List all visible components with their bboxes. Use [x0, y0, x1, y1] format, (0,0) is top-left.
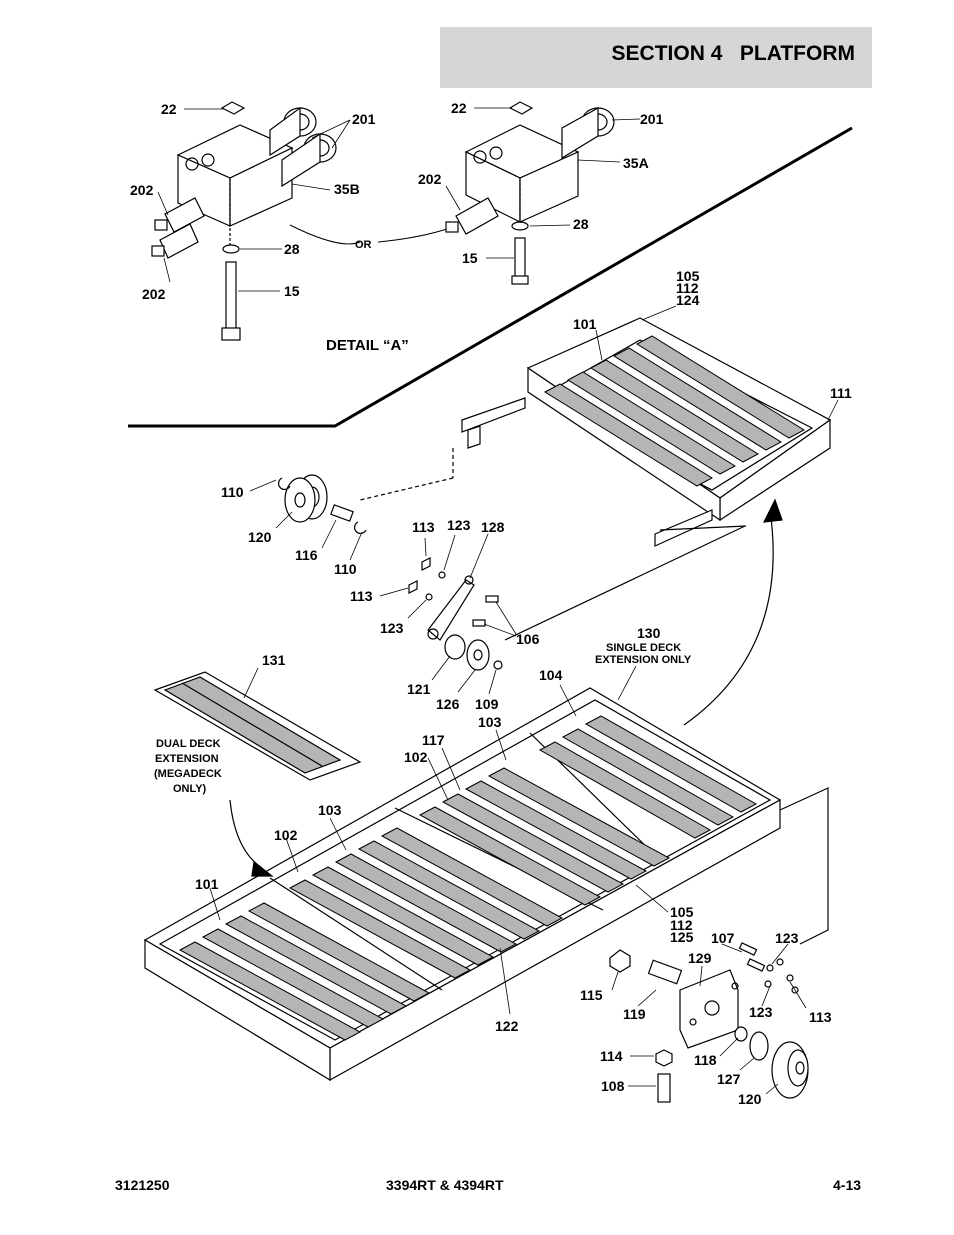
or-note: OR [355, 239, 372, 251]
callout-102b: 102 [274, 827, 298, 843]
callout-124: 124 [676, 292, 700, 308]
dual-deck-note-line2: EXTENSION [155, 753, 219, 765]
callout-116: 116 [295, 547, 318, 563]
footer-models: 3394RT & 4394RT [386, 1177, 504, 1193]
callout-105b: 105 [670, 904, 694, 920]
callout-121: 121 [407, 681, 431, 697]
link-bracket-128 [427, 579, 475, 641]
callout-123d: 123 [749, 1004, 773, 1020]
callout-28b: 28 [573, 216, 589, 232]
dual-deck-note-line4: ONLY) [173, 783, 207, 795]
callout-118: 118 [694, 1052, 717, 1068]
callout-201b: 201 [640, 111, 664, 127]
callout-103a: 103 [478, 714, 502, 730]
callout-22a: 22 [161, 101, 177, 117]
callout-131: 131 [262, 652, 286, 668]
callout-126: 126 [436, 696, 460, 712]
callout-108: 108 [601, 1078, 625, 1094]
dual-deck-note-line3: (MEGADECK [154, 768, 222, 780]
callout-35a: 35A [623, 155, 649, 171]
callout-110b: 110 [334, 561, 357, 577]
callout-114: 114 [600, 1048, 623, 1064]
upper-deck-treads [543, 335, 806, 487]
callout-127: 127 [717, 1071, 741, 1087]
callout-15b: 15 [462, 250, 478, 266]
callout-201a: 201 [352, 111, 376, 127]
bracket-129 [679, 969, 739, 1049]
callout-119: 119 [623, 1006, 646, 1022]
single-deck-note-line2: EXTENSION ONLY [595, 654, 692, 666]
single-deck-note-line1: SINGLE DECK [606, 642, 681, 654]
callout-101a: 101 [573, 316, 597, 332]
callout-35b: 35B [334, 181, 360, 197]
detail-a-label: DETAIL “A” [326, 337, 409, 354]
callout-113a: 113 [412, 519, 435, 535]
callout-102a: 102 [404, 749, 428, 765]
footer-part-number: 3121250 [115, 1177, 170, 1193]
callout-106: 106 [516, 631, 540, 647]
callout-128: 128 [481, 519, 505, 535]
callout-109: 109 [475, 696, 499, 712]
nut-115 [609, 949, 631, 973]
callout-113c: 113 [809, 1009, 832, 1025]
callout-130: 130 [637, 625, 661, 641]
callout-115: 115 [580, 987, 603, 1003]
callout-28a: 28 [284, 241, 300, 257]
detail-divider-line [128, 126, 853, 428]
callout-117: 117 [422, 732, 445, 748]
callout-123b: 123 [380, 620, 404, 636]
footer-page-number: 4-13 [833, 1177, 862, 1193]
section-title: SECTION 4 PLATFORM [611, 42, 855, 65]
callout-101b: 101 [195, 876, 219, 892]
callout-202a: 202 [130, 182, 154, 198]
callout-129: 129 [688, 950, 712, 966]
valve-block-35b [151, 101, 337, 341]
callout-123a: 123 [447, 517, 471, 533]
callout-202b: 202 [142, 286, 166, 302]
callout-107: 107 [711, 930, 735, 946]
callout-104: 104 [539, 667, 563, 683]
callout-122: 122 [495, 1018, 519, 1034]
section-header: SECTION 4 PLATFORM [440, 27, 872, 88]
callout-113b: 113 [350, 588, 373, 604]
callout-105a: 105 [676, 268, 700, 284]
main-deck-treads [178, 715, 758, 1041]
callout-22b: 22 [451, 100, 467, 116]
callout-103b: 103 [318, 802, 342, 818]
callout-112a: 112 [676, 280, 699, 296]
callout-125: 125 [670, 929, 694, 945]
bolt-108 [657, 1073, 671, 1103]
callout-123c: 123 [775, 930, 799, 946]
callout-110a: 110 [221, 484, 244, 500]
callout-120b: 120 [738, 1091, 762, 1107]
valve-block-35a [445, 101, 615, 285]
callout-111: 111 [830, 385, 852, 401]
callout-120a: 120 [248, 529, 272, 545]
callout-202c: 202 [418, 171, 442, 187]
callout-112b: 112 [670, 917, 693, 933]
dual-deck-note-line1: DUAL DECK [156, 738, 221, 750]
callout-15a: 15 [284, 283, 300, 299]
